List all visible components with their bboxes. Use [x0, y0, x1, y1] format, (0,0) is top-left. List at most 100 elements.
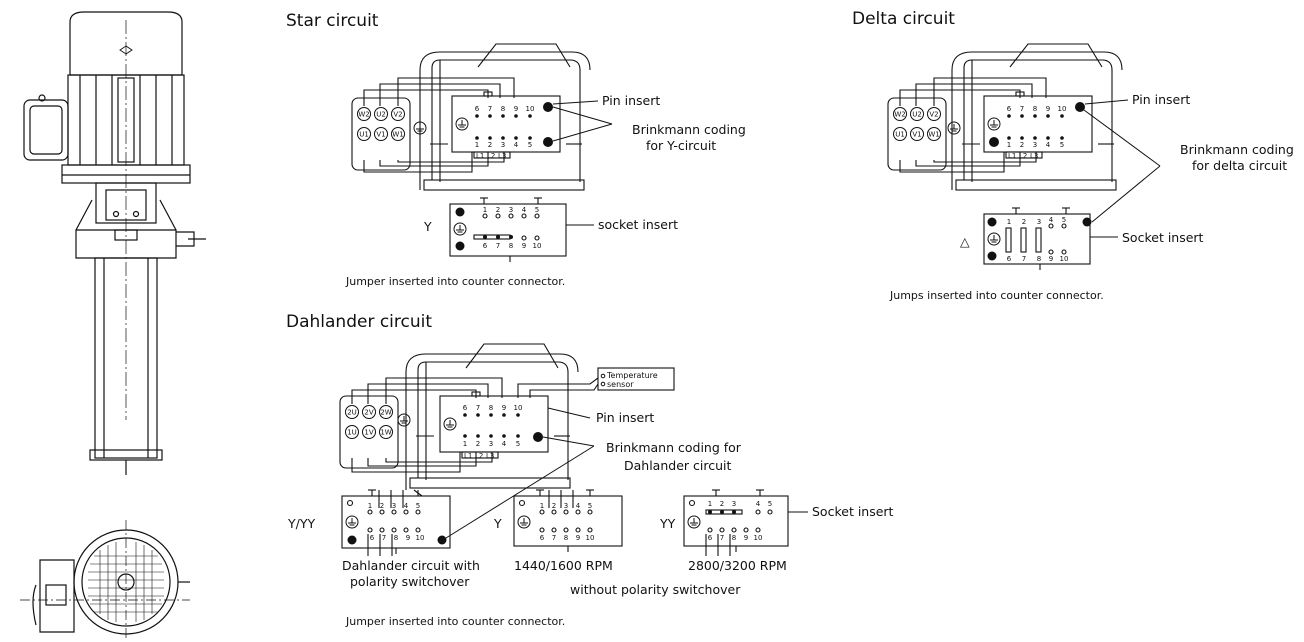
- svg-text:L1: L1: [476, 152, 484, 160]
- svg-text:2: 2: [476, 440, 480, 448]
- dahlander-caption-1-line-1: Dahlander circuit with: [342, 558, 480, 573]
- svg-text:9: 9: [576, 534, 580, 542]
- svg-text:4: 4: [514, 141, 519, 149]
- svg-text:1: 1: [1007, 141, 1011, 149]
- delta-socket-insert-label: Socket insert: [1122, 230, 1204, 245]
- svg-text:7: 7: [496, 242, 500, 250]
- svg-text:L1: L1: [464, 452, 472, 460]
- svg-text:2: 2: [488, 141, 492, 149]
- svg-text:9: 9: [406, 534, 410, 542]
- dahlander-insert-earth-icon: [443, 417, 457, 431]
- svg-text:1: 1: [483, 206, 487, 214]
- svg-text:5: 5: [416, 502, 420, 510]
- svg-text:4: 4: [522, 206, 527, 214]
- temperature-sensor-label-1: Temperature: [606, 371, 658, 380]
- svg-text:8: 8: [509, 242, 513, 250]
- svg-text:2: 2: [1020, 141, 1024, 149]
- star-terminal-v1: V1: [376, 131, 385, 139]
- svg-text:2U: 2U: [347, 409, 357, 417]
- temperature-sensor-label-2: sensor: [607, 380, 634, 389]
- svg-text:4: 4: [1046, 141, 1051, 149]
- svg-text:4: 4: [756, 500, 761, 508]
- star-terminal-w1: W1: [392, 131, 403, 139]
- svg-text:4: 4: [404, 502, 409, 510]
- delta-socket-pin-numbers: 1 2 3 4 5 6 7 8 9 10: [1007, 216, 1069, 263]
- svg-text:3: 3: [501, 141, 505, 149]
- svg-text:1: 1: [475, 141, 479, 149]
- svg-text:9: 9: [522, 242, 526, 250]
- dahlander-terminal-board: 2U 2V 2W 1U 1V 1W: [345, 405, 393, 439]
- delta-circuit-section: Delta circuit W2 U: [852, 9, 1294, 302]
- dahlander-socket-2-earth-icon: [517, 515, 531, 529]
- svg-text:6: 6: [463, 404, 468, 412]
- svg-text:2: 2: [496, 206, 500, 214]
- svg-text:5: 5: [1062, 216, 1066, 224]
- svg-text:U1: U1: [895, 131, 905, 139]
- dahlander-symbol-3: YY: [659, 516, 676, 531]
- svg-text:10: 10: [1058, 105, 1067, 113]
- svg-text:8: 8: [732, 534, 736, 542]
- svg-text:3: 3: [509, 206, 513, 214]
- svg-text:8: 8: [489, 404, 493, 412]
- dahlander-circuit-title: Dahlander circuit: [286, 312, 432, 332]
- svg-text:L2: L2: [1019, 152, 1027, 160]
- svg-text:3: 3: [392, 502, 396, 510]
- svg-text:5: 5: [1060, 141, 1064, 149]
- star-pin-dots: [475, 102, 553, 147]
- star-socket-insert-label: socket insert: [598, 217, 678, 232]
- dahlander-caption: Jumper inserted into counter connector.: [345, 615, 565, 628]
- dahlander-socket-2: [513, 489, 623, 552]
- svg-text:W2: W2: [894, 111, 905, 119]
- dahlander-socket-insert-label: Socket insert: [812, 504, 894, 519]
- pump-top-view-drawing: [20, 520, 190, 640]
- dahlander-socket-2-pin-numbers: 1 2 3 4 5 6 7 8 9 10: [540, 502, 595, 542]
- svg-text:5: 5: [528, 141, 532, 149]
- delta-connector-housing: [887, 43, 1123, 191]
- svg-text:V1: V1: [912, 131, 921, 139]
- dahlander-coding-label-2: Dahlander circuit: [624, 458, 731, 473]
- svg-text:7: 7: [382, 534, 386, 542]
- svg-text:1: 1: [540, 502, 544, 510]
- svg-text:6: 6: [1007, 255, 1012, 263]
- pump-side-view-drawing: [23, 11, 206, 475]
- svg-text:2: 2: [720, 500, 724, 508]
- star-circuit-section: Star circuit: [286, 11, 746, 288]
- svg-text:L3: L3: [486, 452, 494, 460]
- svg-text:8: 8: [394, 534, 398, 542]
- svg-text:1W: 1W: [380, 429, 391, 437]
- dahlander-pin-insert-label: Pin insert: [596, 410, 654, 425]
- svg-text:3: 3: [1033, 141, 1037, 149]
- svg-text:1: 1: [708, 500, 712, 508]
- svg-text:3: 3: [732, 500, 736, 508]
- svg-text:10: 10: [533, 242, 542, 250]
- star-terminal-w2: W2: [358, 111, 369, 119]
- svg-text:10: 10: [754, 534, 763, 542]
- svg-text:L1: L1: [1008, 152, 1016, 160]
- svg-text:9: 9: [1049, 255, 1053, 263]
- delta-terminal-board: W2 U2 V2 U1 V1 W1: [893, 107, 941, 141]
- svg-text:1: 1: [368, 502, 372, 510]
- star-terminal-board: W2 U2 V2 U1 V1 W1: [357, 107, 405, 141]
- svg-text:6: 6: [1007, 105, 1012, 113]
- svg-text:9: 9: [1046, 105, 1050, 113]
- dahlander-earth-icon: [397, 413, 411, 427]
- star-socket-pin-numbers: 1 2 3 4 5 6 7 8 9 10: [483, 206, 542, 250]
- star-coding-label-2: for Y-circuit: [646, 138, 716, 153]
- star-circuit-title: Star circuit: [286, 11, 379, 31]
- dahlander-caption-2: 1440/1600 RPM: [514, 558, 613, 573]
- dahlander-caption-3: 2800/3200 RPM: [688, 558, 787, 573]
- svg-text:7: 7: [552, 534, 556, 542]
- svg-text:10: 10: [1060, 255, 1069, 263]
- svg-text:8: 8: [501, 105, 505, 113]
- star-pin-numbers: 6 7 8 9 10 1 2 3 4 5 L1 L2 L3: [475, 105, 535, 160]
- star-socket-earth-icon: [453, 222, 467, 236]
- svg-text:L3: L3: [498, 152, 506, 160]
- delta-caption: Jumps inserted into counter connector.: [889, 289, 1104, 302]
- svg-text:5: 5: [768, 500, 772, 508]
- delta-coding-label-2: for delta circuit: [1192, 158, 1287, 173]
- svg-text:7: 7: [720, 534, 724, 542]
- dahlander-caption-shared: without polarity switchover: [570, 582, 741, 597]
- svg-text:2W: 2W: [380, 409, 391, 417]
- svg-text:10: 10: [586, 534, 595, 542]
